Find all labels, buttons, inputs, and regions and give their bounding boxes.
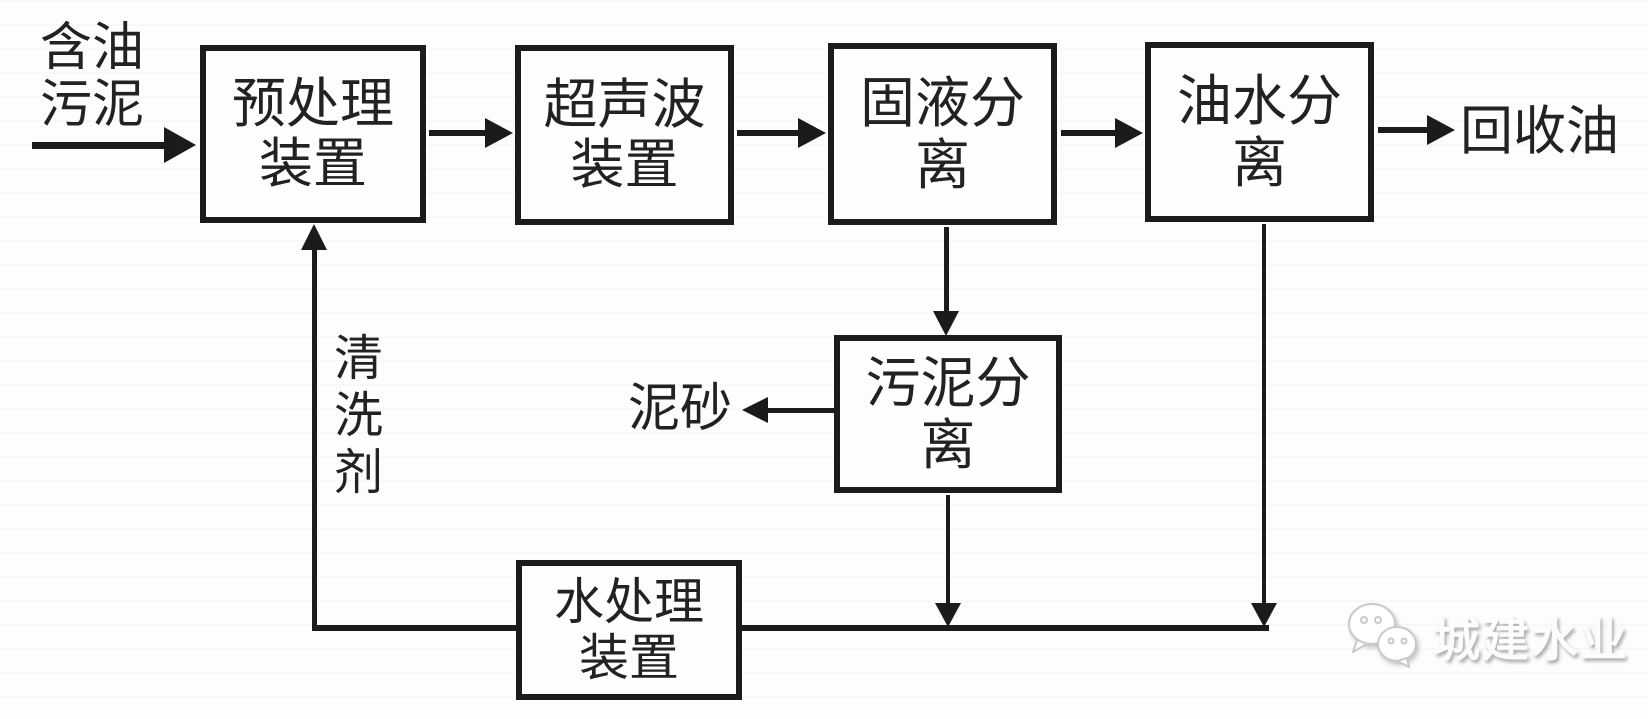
- line-oilwater-to-recovered: [1378, 127, 1430, 133]
- label-sediment: 泥砂: [628, 381, 732, 437]
- node-solid-liquid-separation-text-0: 固液分离: [859, 71, 1025, 197]
- line-sludge-to-sediment: [768, 408, 834, 413]
- line-oilwater-down: [1262, 224, 1266, 604]
- line-input: [32, 142, 172, 149]
- line-pretreat-to-ultrasonic: [429, 130, 489, 136]
- label-cleaning-agent: 清洗剂: [334, 330, 383, 501]
- line-solidliq-to-oilwater: [1061, 130, 1121, 136]
- label-recovered-oil-text-0: 回收油: [1460, 101, 1619, 162]
- arrow-feedback-up: [301, 224, 327, 250]
- label-sediment-text-0: 泥砂: [628, 379, 733, 439]
- node-ultrasonic-device-text-1: 装置: [570, 133, 679, 196]
- line-feedback-riser: [312, 248, 317, 631]
- node-ultrasonic-device-text-0: 超声波: [543, 73, 706, 136]
- node-pretreatment: 预处理装置: [200, 45, 426, 223]
- line-sludge-down: [946, 495, 950, 605]
- label-oily-sludge-input-text-0: 含油: [40, 18, 145, 78]
- line-collect-right: [740, 625, 1269, 631]
- node-sludge-separation: 污泥分离: [834, 335, 1062, 493]
- arrow-oilwater-recovered: [1427, 115, 1455, 145]
- line-ultrasonic-to-solidliq: [737, 130, 802, 136]
- node-sludge-separation-text-0: 污泥分离: [865, 351, 1031, 477]
- node-ultrasonic-device: 超声波装置: [515, 45, 734, 225]
- node-oil-water-separation-text-0: 油水分离: [1176, 69, 1342, 195]
- node-water-treatment-text-1: 装置: [579, 629, 679, 687]
- watermark: 城建水业: [1345, 600, 1629, 670]
- node-solid-liquid-separation: 固液分离: [828, 43, 1057, 225]
- arrow-input-head: [164, 127, 196, 163]
- arrow-into-sludge-separation: [933, 311, 959, 336]
- node-pretreatment-text-0: 预处理: [232, 72, 394, 135]
- arrow-ultrasonic-solidliq: [798, 118, 826, 148]
- line-collect-left: [312, 625, 518, 631]
- label-cleaning-agent-text-1: 洗: [334, 387, 384, 444]
- node-water-treatment-text-0: 水处理: [554, 573, 704, 631]
- arrow-pretreat-ultrasonic: [485, 118, 513, 148]
- label-recovered-oil: 回收油: [1460, 104, 1619, 160]
- arrow-oilwater-to-collect: [1251, 603, 1277, 627]
- label-oily-sludge-input: 含油污泥: [40, 20, 144, 134]
- node-water-treatment: 水处理装置: [516, 560, 742, 700]
- label-cleaning-agent-text-2: 剂: [334, 444, 384, 501]
- label-cleaning-agent-text-0: 清: [334, 330, 384, 387]
- arrow-sludge-to-collect: [935, 603, 961, 627]
- line-solidliq-down: [944, 227, 949, 315]
- arrow-solidliq-oilwater: [1115, 118, 1143, 148]
- arrow-to-sediment: [742, 397, 768, 423]
- watermark-text: 城建水业: [1433, 612, 1629, 668]
- node-oil-water-separation: 油水分离: [1145, 42, 1374, 222]
- node-pretreatment-text-1: 装置: [259, 132, 367, 195]
- label-oily-sludge-input-text-1: 污泥: [40, 75, 145, 135]
- wechat-icon: [1348, 603, 1417, 668]
